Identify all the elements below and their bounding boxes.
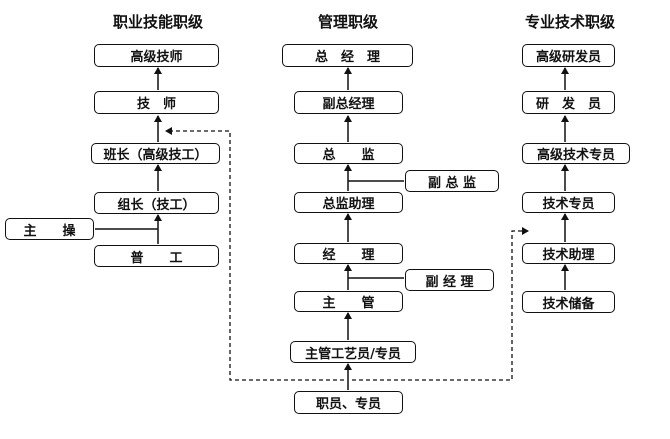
heading-skill-track: 职业技能职级 — [112, 13, 203, 31]
box-senior-technician: 高级技师 — [94, 44, 219, 67]
box-senior-researcher: 高级研发员 — [522, 44, 615, 67]
box-researcher: 研 发 员 — [522, 91, 615, 114]
box-tech-specialist: 技术专员 — [522, 192, 615, 213]
dashed-staff-to-technical-track — [352, 227, 529, 381]
box-general-manager: 总 经 理 — [282, 44, 413, 67]
box-director: 总 监 — [294, 143, 403, 164]
heading-technical-track: 专业技术职级 — [524, 13, 615, 31]
box-tech-reserve: 技术储备 — [522, 291, 615, 313]
box-team-leader: 班长（高级技工） — [91, 143, 220, 164]
heading-management-track: 管理职级 — [317, 13, 378, 31]
box-assistant-director: 总监助理 — [294, 192, 403, 213]
box-deputy-gm: 副总经理 — [294, 91, 403, 114]
box-technician: 技 师 — [94, 91, 219, 114]
box-senior-tech-specialist: 高级技术专员 — [522, 143, 630, 164]
box-group-leader: 组长（技工） — [94, 192, 219, 214]
dashed-staff-to-skill-track — [165, 127, 344, 381]
box-tech-assistant: 技术助理 — [522, 243, 615, 264]
box-deputy-manager: 副 经 理 — [405, 269, 494, 291]
box-manager: 经 理 — [294, 243, 403, 264]
box-supervisor: 主 管 — [294, 291, 403, 312]
box-supervisor-process: 主管工艺员/专员 — [290, 341, 416, 363]
box-deputy-director: 副 总 监 — [405, 170, 499, 192]
box-general-worker: 普 工 — [94, 245, 219, 267]
box-lead-operator: 主 操 — [5, 218, 94, 240]
box-staff: 职员、专员 — [294, 391, 403, 414]
